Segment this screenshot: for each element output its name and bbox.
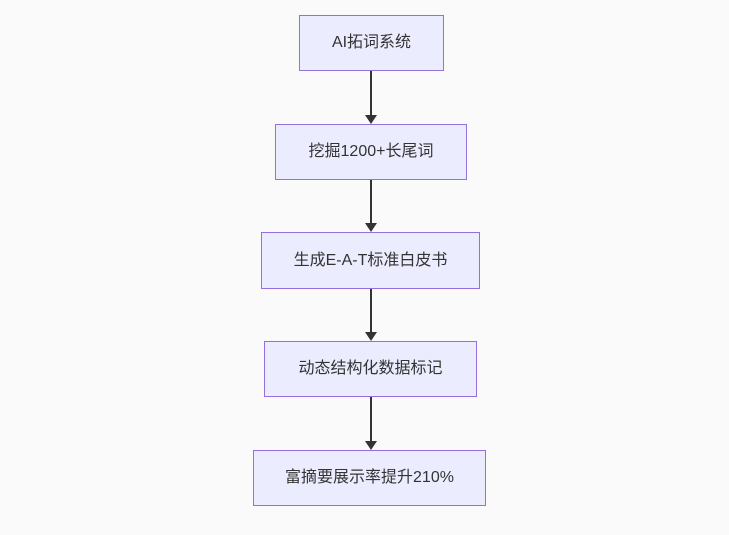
arrow-down-icon <box>365 115 377 124</box>
flow-node-ai-keyword-system: AI拓词系统 <box>299 15 444 71</box>
flow-node-rich-snippet-result: 富摘要展示率提升210% <box>253 450 486 506</box>
edge-line <box>370 397 372 443</box>
edge-line <box>370 180 372 225</box>
edge-line <box>370 289 372 334</box>
flow-edge-3 <box>365 289 377 341</box>
arrow-down-icon <box>365 332 377 341</box>
flow-node-label: 动态结构化数据标记 <box>298 360 443 377</box>
flow-edge-4 <box>365 397 377 450</box>
flow-edge-2 <box>365 180 377 232</box>
flow-edge-1 <box>365 71 377 124</box>
flow-node-eat-whitepaper: 生成E-A-T标准白皮书 <box>261 232 480 289</box>
flow-node-label: 挖掘1200+长尾词 <box>308 143 434 160</box>
flow-node-label: AI拓词系统 <box>331 34 412 51</box>
arrow-down-icon <box>365 441 377 450</box>
flow-node-label: 富摘要展示率提升210% <box>285 469 454 486</box>
flow-node-label: 生成E-A-T标准白皮书 <box>293 251 448 269</box>
arrow-down-icon <box>365 223 377 232</box>
edge-line <box>370 71 372 117</box>
flow-node-longtail-keywords: 挖掘1200+长尾词 <box>275 124 467 180</box>
flow-node-structured-data-markup: 动态结构化数据标记 <box>264 341 477 397</box>
